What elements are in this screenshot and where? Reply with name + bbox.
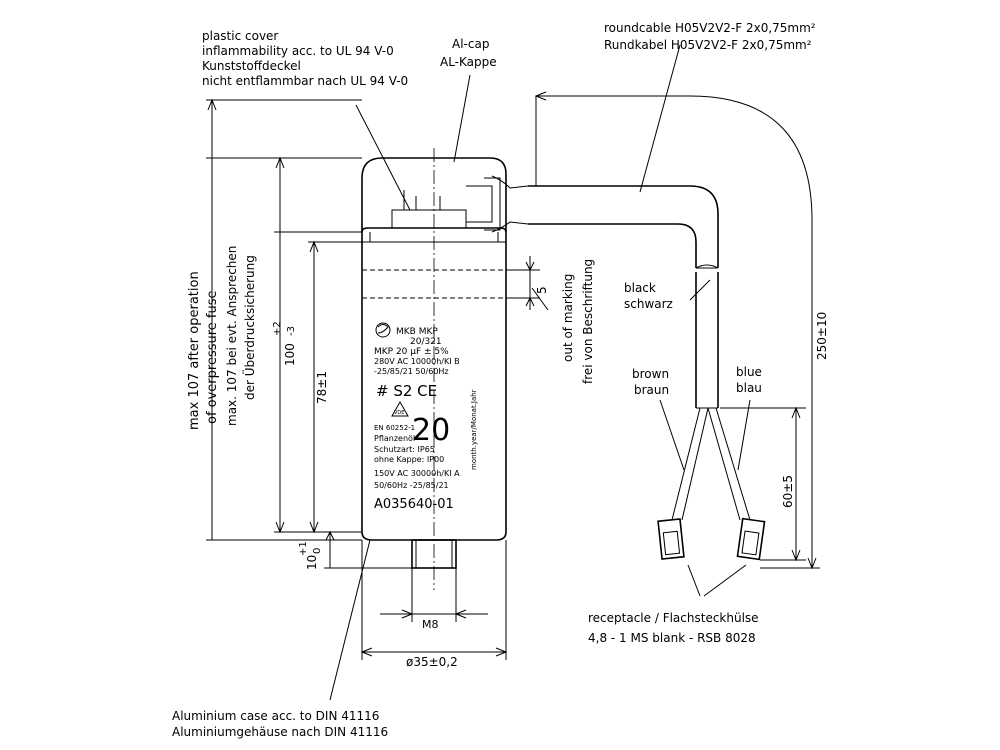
dim-height-tol-up: +2 (272, 321, 283, 336)
overpressure-label-4: der Überdrucksicherung (241, 255, 257, 400)
plastic-cover-label: plastic cover (202, 29, 278, 43)
brown-lead (671, 407, 709, 521)
dim-thread: M8 (422, 618, 439, 631)
marking-protection1: Schutzart: IP65 (374, 445, 435, 454)
leader-lines (329, 44, 751, 701)
marking-line7: 50/60Hz -25/85/21 (374, 481, 449, 490)
out-of-marking-label: out of marking (561, 274, 575, 362)
blue-leader (737, 399, 751, 471)
marking-vde: VDE (394, 410, 404, 416)
aluminium-case-label: Aluminium case acc. to DIN 41116 (172, 709, 379, 723)
receptacle-right (736, 517, 766, 561)
brown-label-2: braun (634, 383, 669, 397)
vde-mark-icon (391, 400, 409, 417)
dim-stud-tol-up: +1 (298, 541, 309, 556)
brown-leader (659, 399, 685, 471)
plastic-cover-leader (355, 104, 411, 211)
brown-label: brown (632, 367, 669, 381)
blue-lead (707, 407, 751, 521)
black-label-2: schwarz (624, 297, 673, 311)
marking-line1: MKB MKP (396, 327, 438, 337)
text-labels: plastic cover inflammability acc. to UL … (172, 21, 816, 739)
dimensions (206, 91, 820, 660)
receptacle-label-2: 4,8 - 1 MS blank - RSB 8028 (588, 631, 756, 645)
dim-gap: 5 (535, 286, 549, 294)
cable-label-2: Rundkabel H05V2V2-F 2x0,75mm² (604, 38, 812, 52)
dim-stud-tol-down: 0 (312, 548, 323, 554)
dim-diameter: ø35±0,2 (406, 655, 458, 669)
aluminium-case-label-2: Aluminiumgehäuse nach DIN 41116 (172, 725, 388, 739)
plastic-cover-label-3: Kunststoffdeckel (202, 59, 301, 73)
capacitor-body (361, 148, 529, 590)
cable (528, 185, 766, 597)
marking-line4: 280V AC 10000h/KI B (374, 357, 460, 366)
cable-leader (639, 44, 681, 193)
receptacle-left (657, 518, 685, 560)
dim-height-tol-down: -3 (286, 326, 297, 336)
out-of-marking-label-2: frei von Beschriftung (581, 259, 595, 384)
marking-capacitance: 20 (412, 413, 450, 448)
manufacturer-logo-icon (375, 322, 391, 338)
receptacle-label: receptacle / Flachsteckhülse (588, 611, 759, 625)
marking-s2-ce: # S2 CE (376, 382, 437, 400)
marking-line6: 150V AC 30000h/KI A (374, 469, 460, 478)
marking-line3: MKP 20 µF ± 5% (374, 347, 449, 357)
dimension-text: 100 +2 -3 78±1 10 +1 0 5 M8 ø35±0,2 250±… (272, 286, 829, 669)
black-leader (689, 279, 711, 301)
marking-oil: Pflanzenöl (374, 434, 415, 443)
dim-lead-length: 60±5 (781, 475, 795, 508)
case-marking: MKB MKP 20/321 MKP 20 µF ± 5% 280V AC 10… (374, 322, 478, 512)
dim-height-total: 100 (283, 343, 297, 366)
marking-date-code: month.year/Monat.Jahr (470, 389, 478, 470)
overpressure-label-3: max. 107 bei evt. Ansprechen (225, 246, 239, 426)
marking-part-number: A035640-01 (374, 497, 454, 512)
black-label: black (624, 281, 656, 295)
marking-protection2: ohne Kappe: IP00 (374, 455, 444, 464)
al-cap-leader (453, 74, 471, 163)
overpressure-label: max 107 after operation (187, 271, 202, 430)
dim-marking-height: 78±1 (315, 371, 329, 404)
cable-label: roundcable H05V2V2-F 2x0,75mm² (604, 21, 816, 35)
marking-line2: 20/321 (410, 337, 442, 347)
marking-line5: -25/85/21 50/60Hz (374, 367, 449, 376)
blue-label-2: blau (736, 381, 762, 395)
blue-label: blue (736, 365, 762, 379)
marking-leader (531, 287, 549, 311)
plastic-cover-label-4: nicht entflammbar nach UL 94 V-0 (202, 74, 408, 88)
al-cap-label: Al-cap (452, 37, 489, 51)
overpressure-label-2: of overpressure fuse (205, 290, 220, 424)
plastic-cover-label-2: inflammability acc. to UL 94 V-0 (202, 44, 394, 58)
marking-standard: EN 60252-1 (374, 424, 415, 432)
case-leader (329, 539, 371, 701)
dim-stud-length: 10 (305, 555, 319, 570)
al-cap-label-2: AL-Kappe (440, 55, 497, 69)
dim-cable-length: 250±10 (815, 312, 829, 360)
